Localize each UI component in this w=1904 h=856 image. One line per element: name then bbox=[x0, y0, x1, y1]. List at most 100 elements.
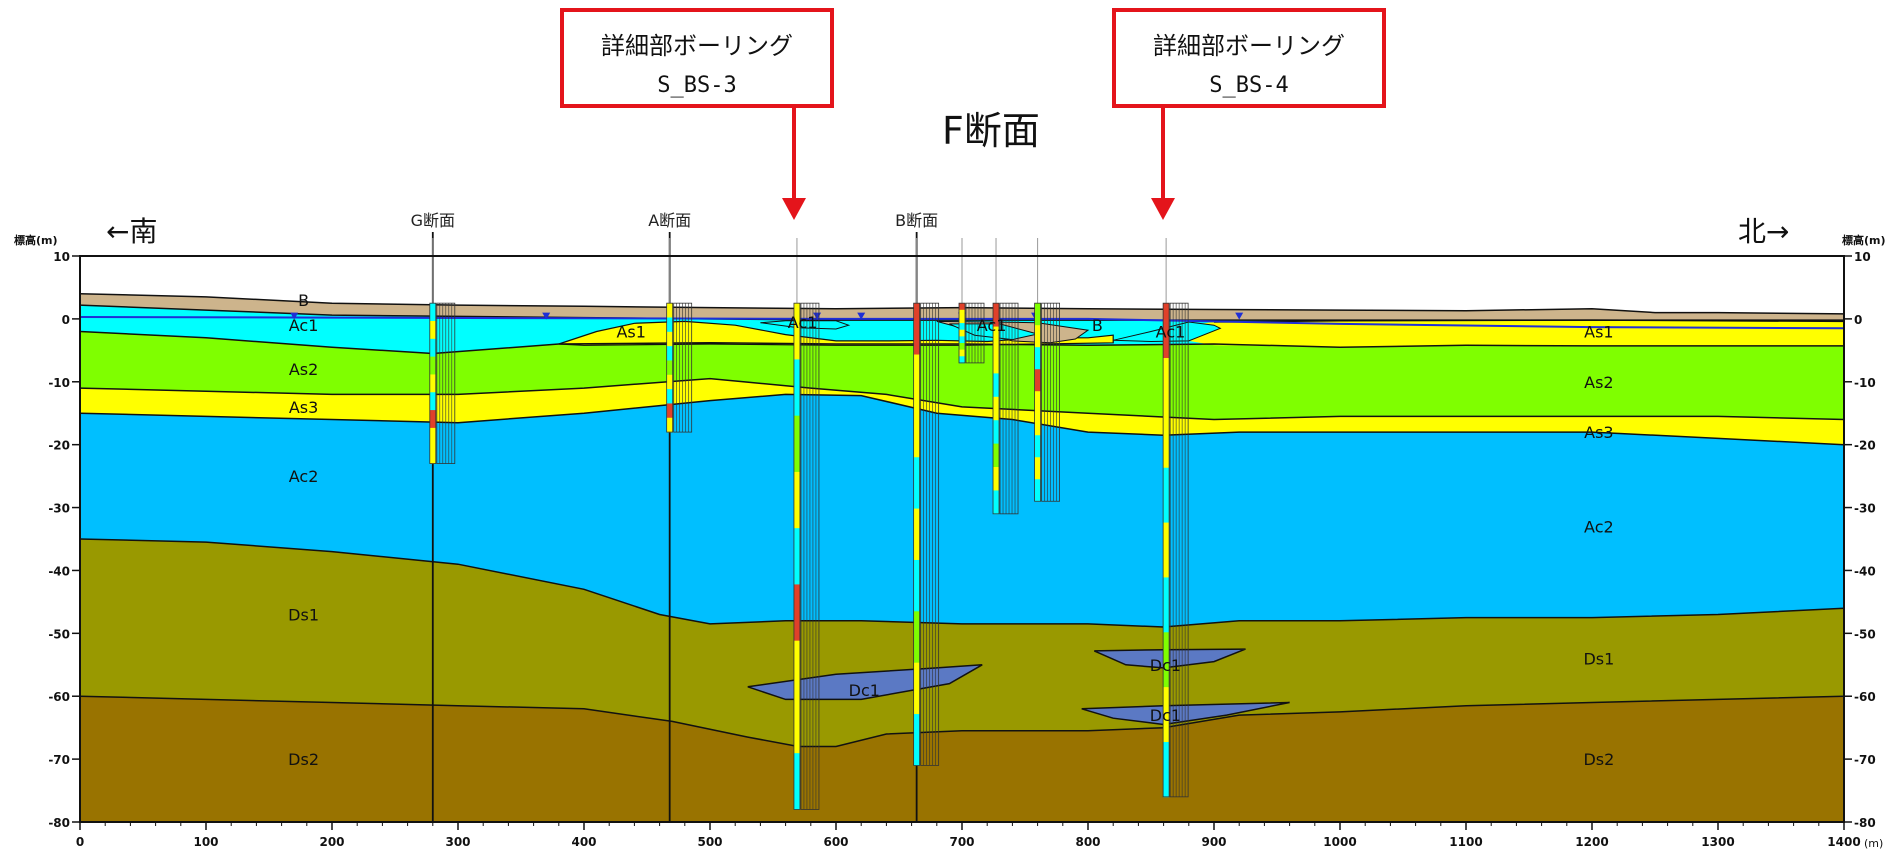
y-tick-label-right: -30 bbox=[1854, 502, 1876, 516]
layer-label: Ac1 bbox=[977, 316, 1007, 335]
borehole-nvalue-frame bbox=[965, 302, 985, 364]
borehole-log-segment bbox=[959, 336, 965, 344]
borehole-log-segment bbox=[1034, 347, 1041, 370]
callout-id: S_BS-3 bbox=[657, 73, 737, 98]
borehole bbox=[1162, 302, 1189, 798]
callout-box-s-bs-4: 詳細部ボーリング S_BS-4 bbox=[1112, 8, 1386, 108]
section-line-label: B断面 bbox=[895, 211, 938, 230]
y-tick-label-left: -30 bbox=[48, 502, 70, 516]
layer-label: As1 bbox=[616, 322, 645, 341]
borehole-log-segment bbox=[913, 714, 920, 766]
x-tick-label: 500 bbox=[697, 835, 722, 849]
borehole-log-segment bbox=[666, 417, 673, 433]
borehole-log-segment bbox=[913, 559, 920, 612]
borehole-nvalue-frame bbox=[999, 302, 1019, 515]
borehole-log-segment bbox=[959, 329, 965, 337]
y-tick-label-right: -70 bbox=[1854, 753, 1876, 767]
water-level-marker bbox=[1235, 312, 1244, 320]
y-tick-label-left: -60 bbox=[48, 690, 70, 704]
y-tick-label-right: -10 bbox=[1854, 376, 1876, 390]
borehole-log-segment bbox=[1163, 577, 1170, 633]
borehole-log-frame bbox=[1162, 302, 1170, 798]
borehole-log-segment bbox=[959, 323, 965, 331]
layer-label: B bbox=[298, 291, 309, 310]
borehole-log-frame bbox=[793, 302, 801, 810]
borehole-log-segment bbox=[793, 303, 800, 360]
borehole-log-segment bbox=[666, 389, 673, 404]
borehole-log-segment bbox=[1034, 391, 1041, 414]
layer-ac2 bbox=[80, 394, 1844, 627]
borehole-log-segment bbox=[1163, 303, 1170, 359]
section-line-label: A断面 bbox=[648, 211, 691, 230]
borehole-nvalue-frame bbox=[673, 302, 693, 433]
borehole-log-segment bbox=[1034, 369, 1041, 392]
layer-ds1 bbox=[80, 539, 1844, 747]
borehole-log-segment bbox=[429, 410, 436, 429]
borehole-log-segment bbox=[793, 528, 800, 585]
borehole-log-segment bbox=[1034, 457, 1041, 480]
borehole-log-frame bbox=[913, 302, 921, 766]
borehole-nvalue-frame bbox=[1041, 302, 1060, 502]
borehole-log-segment bbox=[959, 303, 965, 311]
borehole-log-segment bbox=[959, 356, 965, 364]
borehole-log-segment bbox=[993, 349, 1000, 374]
x-tick-label: 1000 bbox=[1323, 835, 1356, 849]
layer-label: As2 bbox=[1584, 373, 1613, 392]
section-title: F断面 bbox=[942, 109, 1040, 153]
borehole bbox=[793, 302, 820, 810]
borehole-log-segment bbox=[793, 359, 800, 417]
layer-label: Ac2 bbox=[289, 467, 319, 486]
x-tick-label: 800 bbox=[1075, 835, 1100, 849]
borehole-log-segment bbox=[429, 392, 436, 411]
y-tick-label-left: -20 bbox=[48, 439, 70, 453]
borehole-log-segment bbox=[429, 445, 436, 465]
borehole-nvalue-frame bbox=[920, 302, 940, 766]
borehole-nvalue-frame bbox=[436, 302, 456, 464]
y-tick-label-right: -50 bbox=[1854, 627, 1876, 641]
borehole-log-frame bbox=[666, 302, 674, 433]
borehole bbox=[666, 302, 693, 433]
borehole-log-segment bbox=[959, 309, 965, 317]
y-tick-label-left: 0 bbox=[62, 313, 70, 327]
callout-title: 詳細部ボーリング bbox=[1153, 32, 1345, 60]
layer-label: Ds1 bbox=[288, 605, 319, 624]
water-level-marker bbox=[542, 312, 551, 320]
callout-arrow-head bbox=[1151, 198, 1175, 220]
x-tick-label: 600 bbox=[823, 835, 848, 849]
y-tick-label-right: 10 bbox=[1854, 250, 1871, 264]
borehole-log-segment bbox=[993, 490, 1000, 515]
layer-label: As3 bbox=[1584, 423, 1613, 442]
callout-arrow-head bbox=[782, 198, 806, 220]
layer-as1-north bbox=[1188, 320, 1844, 348]
y-tick-label-right: -40 bbox=[1854, 564, 1876, 578]
y-axis-label-right: 標高(m) bbox=[1842, 233, 1886, 247]
callout-id: S_BS-4 bbox=[1209, 73, 1289, 98]
y-tick-label-right: 0 bbox=[1854, 313, 1862, 327]
y-axis-label-left: 標高(m) bbox=[14, 233, 58, 247]
x-tick-label: 1200 bbox=[1575, 835, 1608, 849]
y-tick-label-left: -40 bbox=[48, 564, 70, 578]
x-tick-label: 400 bbox=[571, 835, 596, 849]
boundary-line bbox=[1213, 319, 1844, 323]
layer-label: Ds2 bbox=[288, 750, 319, 769]
borehole-log-segment bbox=[913, 508, 920, 561]
boundary-line bbox=[80, 695, 1844, 748]
borehole-log-segment bbox=[913, 611, 920, 664]
borehole-log-segment bbox=[429, 320, 436, 340]
x-tick-label: 0 bbox=[76, 835, 84, 849]
layer-ds2 bbox=[80, 696, 1844, 822]
x-tick-label: 300 bbox=[445, 835, 470, 849]
borehole-nvalue-frame bbox=[800, 302, 820, 810]
section-line-label: G断面 bbox=[411, 211, 455, 230]
borehole bbox=[958, 302, 985, 364]
borehole-log-segment bbox=[993, 467, 1000, 491]
x-tick-label: 1300 bbox=[1701, 835, 1734, 849]
borehole-log-segment bbox=[913, 662, 920, 715]
borehole-log-segment bbox=[793, 471, 800, 529]
layer-label: As2 bbox=[289, 360, 318, 379]
layer-as1-south bbox=[558, 320, 1114, 346]
layer-label: Dc1 bbox=[1150, 706, 1181, 725]
borehole-log-segment bbox=[793, 696, 800, 754]
x-tick-label: 1400 bbox=[1827, 835, 1860, 849]
